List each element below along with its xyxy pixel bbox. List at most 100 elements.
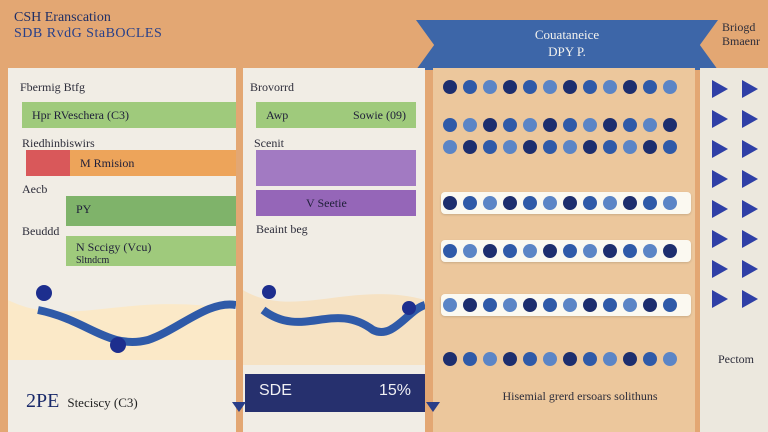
grid-dot [543,118,557,132]
grid-dot [483,80,497,94]
panel1-row-2-label: Riedhinbiswirs [22,136,95,150]
panel2-row-1-right: Sowie (09) [353,108,406,122]
triangle-marker-icon [712,290,728,308]
grid-dot [523,118,537,132]
panel1-row-5-label: Beuddd [22,224,60,238]
grid-dot [443,80,457,94]
grid-dot [643,244,657,258]
triangle-marker-icon [742,230,758,248]
grid-dot [543,244,557,258]
panel1-footer-sub: Steciscy (C3) [67,395,138,410]
grid-dot [483,244,497,258]
grid-dot [463,118,477,132]
grid-dot [463,244,477,258]
panel3-footer: Hisemial grerd ersoars solithuns [502,389,658,403]
grid-dot [623,352,637,366]
grid-dot [443,140,457,154]
panel1-wave-graphic [8,285,236,360]
grid-dot [443,298,457,312]
panel1-row-5-sub: Sltndcm [76,255,110,266]
grid-dot [603,298,617,312]
corner-line-2: Bmaenr [722,34,760,48]
banner-line-1: Couataneice [534,27,600,42]
grid-dot [563,140,577,154]
panel1-row-1[interactable]: Hpr RVeschera (C3) [22,102,236,128]
triangle-marker-icon [712,230,728,248]
panel1-wave-stroke [37,300,236,346]
panel1-row-4-label: Aecb [22,182,48,196]
grid-dot [603,244,617,258]
grid-dot [663,244,677,258]
grid-dot [563,118,577,132]
corner-line-1: Briogd [722,20,756,34]
grid-dot [643,196,657,210]
panel2-wave-dot-1 [262,285,276,299]
grid-dot [563,298,577,312]
grid-dot [623,244,637,258]
grid-dot [663,298,677,312]
panel-middle [243,68,425,432]
corner-label: Briogd Bmaenr [722,20,760,48]
arrow-down-icon [232,402,246,412]
grid-dot [583,80,597,94]
grid-dot [543,196,557,210]
panel1-row-4[interactable]: PY [66,196,236,226]
grid-dot [603,80,617,94]
grid-dot [543,352,557,366]
panel1-wave-dot-1 [36,285,52,301]
panel2-footer-left: SDE [259,382,292,399]
grid-dot [503,196,517,210]
panel2-footer-bar: SDE 15% [245,374,425,412]
panel2-row-3-label: V Seetie [306,196,347,210]
grid-dot [563,244,577,258]
panel1-row-5-inner: N Sccigy (Vcu) [76,240,152,254]
panel2-row-3[interactable]: V Seetie [256,190,416,216]
grid-dot [523,196,537,210]
panel2-wave-dot-2 [402,301,416,315]
grid-dot [583,118,597,132]
grid-dot [563,352,577,366]
triangle-marker-icon [742,140,758,158]
title-line-2: SDB RvdG StaBOCLES [14,26,163,41]
panel1-wave-dot-2 [110,337,126,353]
grid-dot [503,140,517,154]
grid-dot [523,80,537,94]
grid-dot [443,118,457,132]
grid-dot [503,80,517,94]
panel2-row-2[interactable] [256,150,416,186]
grid-dot [543,80,557,94]
panel2-row-1-label: Awp [266,108,289,122]
grid-dot [503,244,517,258]
panel2-row-1[interactable]: Awp Sowie (09) [256,102,416,128]
grid-dot [443,352,457,366]
grid-dot [603,118,617,132]
panel2-wave-graphic [243,285,425,365]
grid-dot [483,352,497,366]
panel2-wave-stroke [260,301,425,336]
grid-dot [583,140,597,154]
triangle-marker-icon [712,80,728,98]
grid-dot [643,298,657,312]
panel1-row-3[interactable]: M Rmision [70,150,236,176]
header-banner: Couataneice DPY P. [416,20,718,70]
grid-dot [543,298,557,312]
grid-dot [483,196,497,210]
grid-dot [623,140,637,154]
grid-dot [483,140,497,154]
panel1-row-5[interactable]: N Sccigy (Vcu) Sltndcm [66,236,236,266]
grid-dot [443,244,457,258]
grid-dot [523,352,537,366]
grid-dot [523,298,537,312]
grid-dot [523,140,537,154]
panel1-row-3-label: M Rmision [80,156,135,170]
grid-dot [523,244,537,258]
grid-dot [643,140,657,154]
triangle-marker-icon [712,110,728,128]
panel1-row-3-swatch [26,150,70,176]
panel-right [700,68,768,432]
triangle-marker-icon [712,140,728,158]
grid-dot [643,118,657,132]
panel1-row-4-inner: PY [76,202,92,216]
grid-dot [463,140,477,154]
